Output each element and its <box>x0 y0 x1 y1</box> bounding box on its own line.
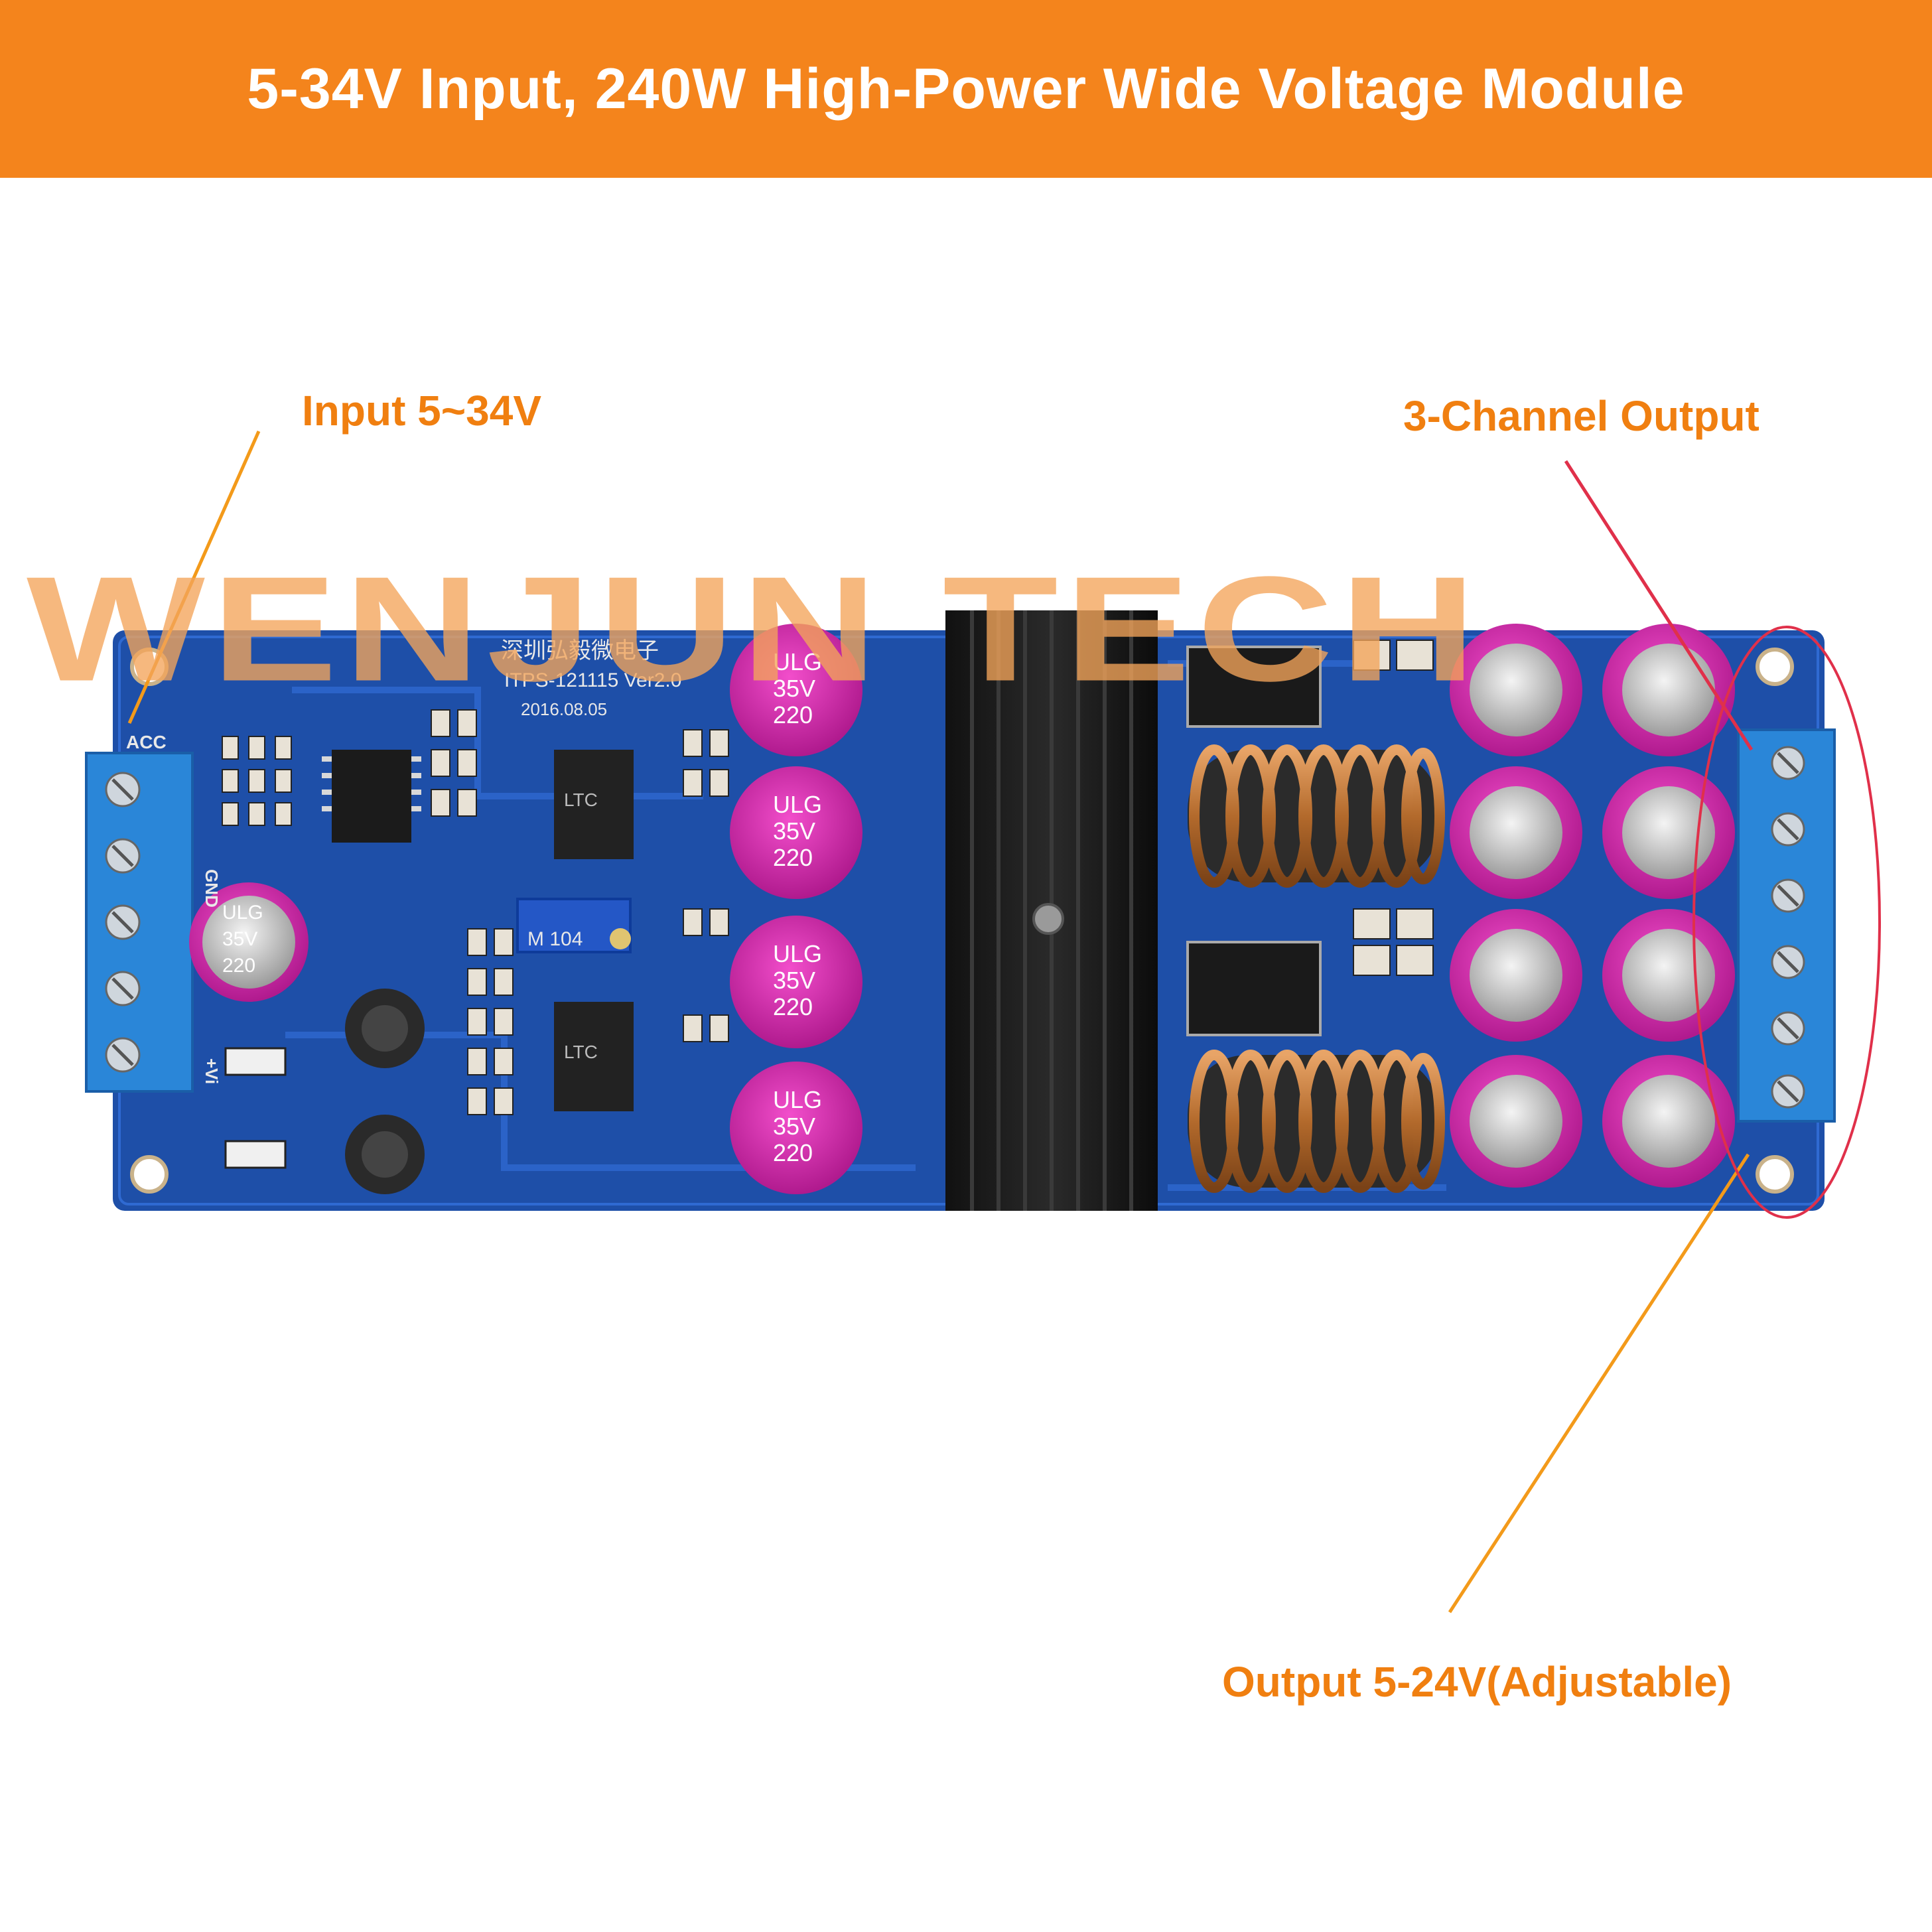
silkscreen-gnd: GND <box>202 869 222 908</box>
svg-text:LTC: LTC <box>564 790 598 810</box>
smd-components-left <box>222 709 729 1115</box>
svg-text:M 104: M 104 <box>527 928 583 950</box>
inductor-coils <box>1188 744 1445 1193</box>
svg-text:35V: 35V <box>773 817 815 845</box>
potentiometer: M 104 <box>516 898 632 953</box>
silkscreen: 深圳弘毅微电子 ITPS-121115 Ver2.0 2016.08.05 AC… <box>126 638 822 1166</box>
channels-callout-line <box>1564 460 1754 751</box>
title-banner: 5-34V Input, 240W High-Power Wide Voltag… <box>0 0 1932 178</box>
svg-text:35V: 35V <box>773 1113 815 1140</box>
svg-text:ULG: ULG <box>222 902 263 924</box>
svg-text:ULG: ULG <box>773 648 822 675</box>
silkscreen-date: 2016.08.05 <box>521 699 607 719</box>
silkscreen-acc: ACC <box>126 732 167 752</box>
silkscreen-vin: +Vi <box>202 1058 222 1084</box>
ic-chips: LTC LTC <box>322 750 634 1111</box>
heatsink <box>945 610 1158 1211</box>
svg-text:220: 220 <box>773 1139 813 1166</box>
watermark-logo: WENJUN TECH <box>27 545 1483 713</box>
svg-text:220: 220 <box>773 993 813 1020</box>
channel-output-label: 3-Channel Output <box>1403 392 1760 440</box>
mosfets <box>1186 640 1434 1036</box>
output-terminal-block <box>1737 728 1836 1123</box>
silkscreen-model: ITPS-121115 Ver2.0 <box>504 669 681 691</box>
output-voltage-label: Output 5-24V(Adjustable) <box>1222 1658 1732 1706</box>
middle-capacitors <box>730 624 862 1194</box>
svg-text:LTC: LTC <box>564 1042 598 1062</box>
svg-text:ULG: ULG <box>773 940 822 967</box>
silkscreen-brand: 深圳弘毅微电子 <box>501 638 659 663</box>
output-highlight-ellipse <box>1692 626 1881 1219</box>
input-cap-marking: ULG 35V 220 <box>222 902 263 977</box>
svg-text:220: 220 <box>222 955 255 977</box>
input-voltage-label: Input 5~34V <box>302 387 541 435</box>
svg-text:35V: 35V <box>773 967 815 994</box>
svg-text:220: 220 <box>773 701 813 728</box>
middle-cap-marking: ULG 35V 220 ULG 35V 220 ULG 35V 220 ULG … <box>773 648 822 1166</box>
svg-text:ULG: ULG <box>773 1086 822 1113</box>
input-terminal-block <box>85 752 194 1093</box>
input-capacitor <box>189 882 309 1002</box>
output-capacitors <box>1450 624 1735 1188</box>
svg-text:ULG: ULG <box>773 791 822 818</box>
page-title: 5-34V Input, 240W High-Power Wide Voltag… <box>247 56 1685 121</box>
output-callout-line <box>1448 1153 1750 1614</box>
input-callout-line <box>127 430 261 724</box>
svg-text:35V: 35V <box>222 928 257 950</box>
small-inductors <box>224 989 425 1194</box>
svg-text:35V: 35V <box>773 675 815 702</box>
svg-text:220: 220 <box>773 844 813 871</box>
